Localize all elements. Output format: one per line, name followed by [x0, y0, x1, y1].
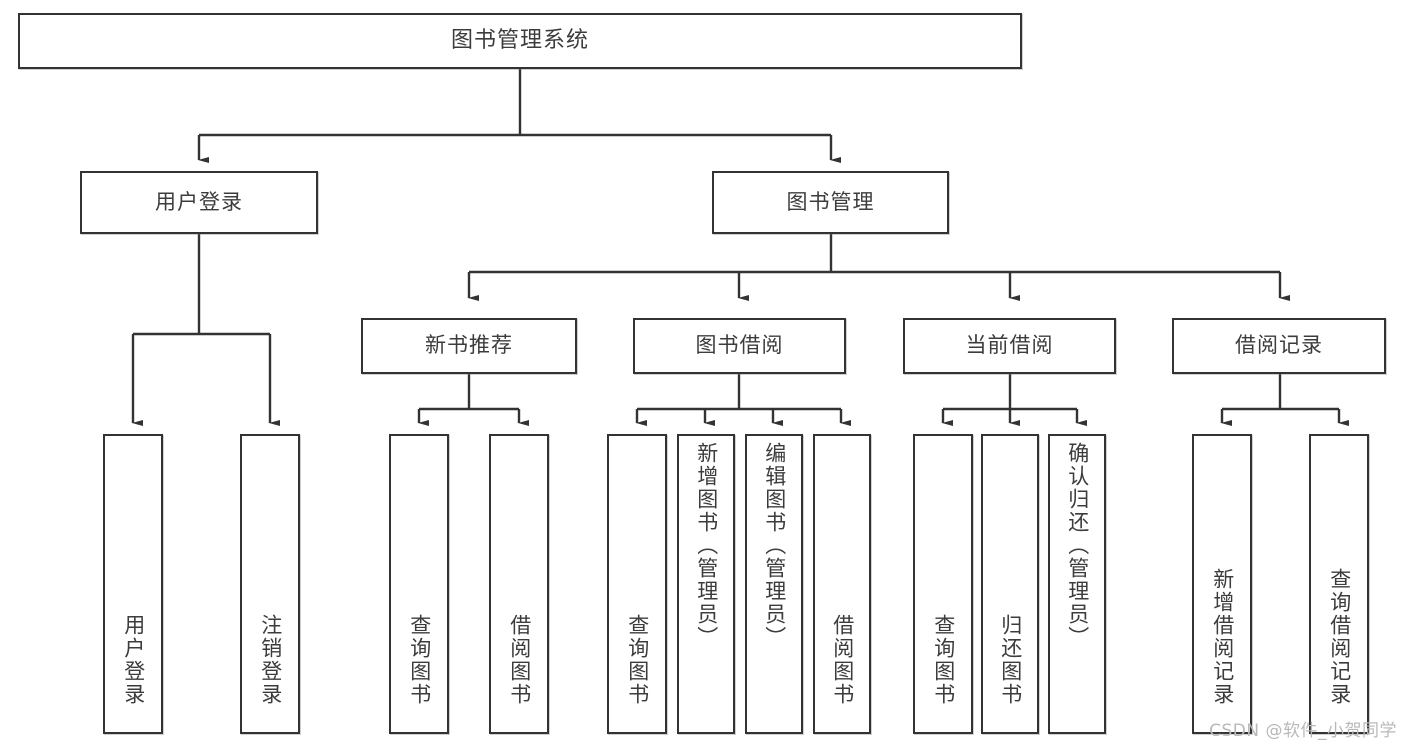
node-label: 新书推荐 [425, 333, 513, 358]
node-book-borrow[interactable]: 图书借阅 [633, 318, 846, 374]
node-label: 用户登录 [155, 189, 243, 214]
node-label: 注销登录 [258, 614, 283, 706]
leaf-new-book-query[interactable]: 查询图书 [389, 434, 449, 734]
node-label: 查询图书 [625, 614, 650, 706]
node-label: 借阅记录 [1235, 333, 1323, 358]
node-label: 图书管理 [786, 189, 875, 214]
csdn-watermark: CSDN @软件_小贺同学 [1209, 721, 1397, 741]
node-root-book-management-system[interactable]: 图书管理系统 [18, 13, 1022, 69]
node-borrow-record[interactable]: 借阅记录 [1172, 318, 1386, 374]
node-new-book-recommend[interactable]: 新书推荐 [361, 318, 577, 374]
leaf-current-borrow-query[interactable]: 查询图书 [913, 434, 973, 734]
leaf-book-borrow-query[interactable]: 查询图书 [607, 434, 667, 734]
node-label: 借阅图书 [507, 614, 532, 706]
leaf-book-borrow-borrow[interactable]: 借阅图书 [813, 434, 871, 734]
node-label: 编辑图书（管理员） [762, 442, 787, 649]
node-label: 用户登录 [121, 614, 146, 706]
node-current-borrow[interactable]: 当前借阅 [903, 318, 1116, 374]
node-label: 查询图书 [931, 614, 956, 706]
leaf-user-login-login[interactable]: 用户登录 [103, 434, 163, 734]
node-label: 归还图书 [998, 614, 1023, 706]
leaf-borrow-record-query[interactable]: 查询借阅记录 [1309, 434, 1369, 734]
node-label: 当前借阅 [965, 333, 1054, 358]
node-label: 图书借阅 [695, 333, 784, 358]
leaf-borrow-record-add[interactable]: 新增借阅记录 [1192, 434, 1252, 734]
node-label: 借阅图书 [830, 614, 855, 706]
leaf-book-borrow-add-admin[interactable]: 新增图书（管理员） [677, 434, 735, 734]
node-label: 图书管理系统 [450, 27, 589, 53]
node-label: 查询借阅记录 [1327, 568, 1352, 706]
node-user-login[interactable]: 用户登录 [80, 171, 318, 234]
node-book-management[interactable]: 图书管理 [712, 171, 949, 234]
leaf-current-borrow-confirm-admin[interactable]: 确认归还（管理员） [1048, 434, 1106, 734]
leaf-current-borrow-return[interactable]: 归还图书 [981, 434, 1039, 734]
node-label: 查询图书 [407, 614, 432, 706]
leaf-new-book-borrow[interactable]: 借阅图书 [489, 434, 549, 734]
node-label: 新增借阅记录 [1210, 568, 1235, 706]
node-label: 新增图书（管理员） [694, 442, 719, 649]
leaf-user-login-logout[interactable]: 注销登录 [240, 434, 300, 734]
leaf-book-borrow-edit-admin[interactable]: 编辑图书（管理员） [745, 434, 803, 734]
node-label: 确认归还（管理员） [1065, 442, 1090, 649]
